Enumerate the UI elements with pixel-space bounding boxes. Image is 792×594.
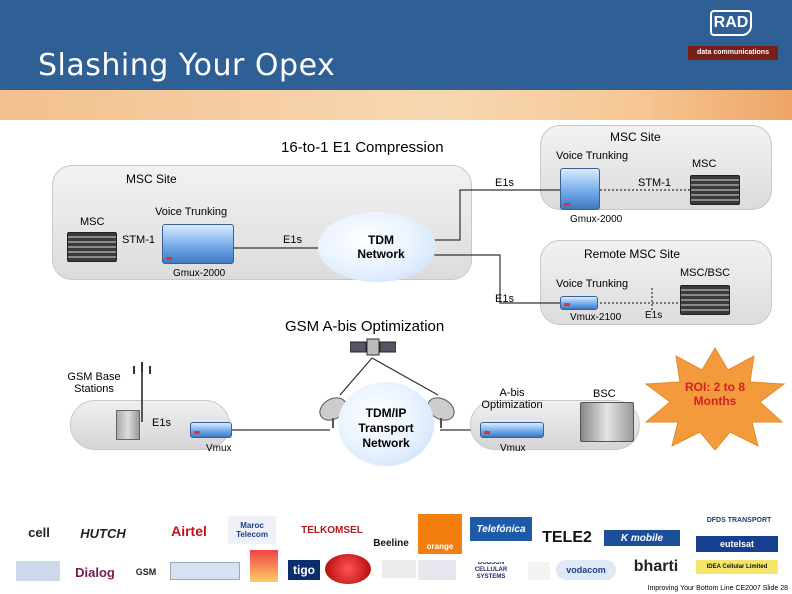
logo-tigo: tigo [288, 560, 320, 580]
right-msc-rack-icon [690, 175, 740, 205]
logo-placeholder-g [528, 562, 550, 580]
right-msc-label: MSC [692, 158, 717, 170]
transport-network-label: TDM/IP Transport Network [358, 406, 414, 450]
left-msc-label: MSC [80, 216, 105, 228]
antenna-tower-icon [133, 362, 151, 422]
logo-telefonica: Telefónica [470, 517, 532, 541]
logo-cell: cell [28, 524, 50, 540]
left-msc-rack-icon [67, 232, 117, 262]
left-voice-trunking: Voice Trunking [155, 206, 228, 218]
logo-idea: IDEA Cellular Limited [696, 560, 778, 574]
orange-band [0, 90, 792, 120]
logo-dobson: DOBSON CELLULAR SYSTEMS [474, 562, 508, 578]
right-voice-trunking: Voice Trunking [556, 150, 629, 162]
logo-vodacom: vodacom [556, 560, 616, 580]
remote-voice-trunking: Voice Trunking [556, 278, 629, 290]
header-bar: Slashing Your Opex RAD data communicatio… [0, 0, 792, 90]
logo-dialog: Dialog [75, 564, 115, 580]
right-satellite-dish-icon [427, 397, 455, 428]
logo-bharti: bharti [633, 558, 679, 575]
satellite-icon [350, 338, 396, 356]
logo-placeholder-e [382, 560, 416, 578]
remote-msc-site-panel [540, 240, 772, 325]
slide-footer: Improving Your Bottom Line CE2007 Slide … [647, 585, 788, 592]
right-gmux-device-icon [560, 168, 600, 210]
bsc-server-icon [580, 402, 634, 442]
abis-optimization-label: A-bis Optimization [481, 387, 543, 411]
right-stm-label: STM-1 [638, 177, 671, 189]
base-stations-label: GSM Base Stations [67, 371, 121, 395]
logo-maroc-telecom: Maroc Telecom [228, 516, 276, 544]
compression-heading: 16-to-1 E1 Compression [281, 139, 444, 156]
logo-kmobile: K mobile [604, 530, 680, 546]
transport-network-cloud [338, 382, 434, 466]
logo-placeholder-f [418, 560, 456, 580]
left-vmux-device-icon [190, 422, 232, 438]
logo-tele2: TELE2 [542, 529, 592, 546]
remote-site-title: Remote MSC Site [584, 247, 681, 261]
roi-label: ROI: 2 to 8 Months [684, 380, 745, 408]
right-vmux-label: Vmux [500, 443, 526, 454]
remote-vmux-label: Vmux-2100 [570, 312, 622, 323]
e1s-left-label: E1s [283, 234, 302, 246]
bsc-label: BSC [593, 388, 616, 400]
left-site-title: MSC Site [126, 172, 177, 186]
bottom-e1s-label: E1s [152, 417, 171, 429]
rad-logo-subtitle: data communications [688, 46, 778, 60]
abis-heading: GSM A-bis Optimization [285, 318, 445, 335]
remote-msc-bsc-label: MSC/BSC [680, 267, 731, 279]
logo-placeholder-d [325, 554, 371, 584]
remote-msc-bsc-rack-icon [680, 285, 730, 315]
rad-logo: RAD data communications [686, 10, 780, 64]
logo-eutelsat: eutelsat [696, 536, 778, 552]
left-stm-label: STM-1 [122, 234, 155, 246]
e1s-top-label: E1s [495, 177, 514, 189]
left-vmux-label: Vmux [206, 443, 232, 454]
logo-beeline: Beeline [373, 537, 409, 549]
logo-orange: orange [418, 514, 462, 554]
right-site-title: MSC Site [610, 130, 661, 144]
left-gmux-label: Gmux-2000 [173, 268, 226, 279]
base-station-cabinet-icon [116, 410, 140, 440]
rad-logo-mark: RAD [710, 10, 752, 36]
e1s-bottom-label: E1s [495, 293, 514, 305]
logo-gsm: GSM [135, 567, 157, 577]
logo-hutch: HUTCH [80, 525, 126, 541]
right-gmux-label: Gmux-2000 [570, 214, 623, 225]
remote-vmux-device-icon [560, 296, 598, 310]
roi-burst-shape [644, 347, 786, 450]
tdm-network-cloud [318, 212, 436, 282]
logo-dfds: DFDS TRANSPORT [706, 517, 772, 524]
left-gmux-device-icon [162, 224, 234, 264]
logo-placeholder-b [170, 562, 240, 580]
remote-e1s-label: E1s [645, 310, 663, 321]
logo-placeholder-c [250, 550, 278, 582]
logo-placeholder-a [16, 561, 60, 581]
logo-airtel: Airtel [171, 523, 207, 539]
tdm-network-label: TDM Network [357, 233, 405, 261]
logo-telkomsel: TELKOMSEL [301, 524, 363, 536]
right-vmux-device-icon [480, 422, 544, 438]
base-station-panel [70, 400, 230, 450]
page-title: Slashing Your Opex [38, 48, 336, 83]
